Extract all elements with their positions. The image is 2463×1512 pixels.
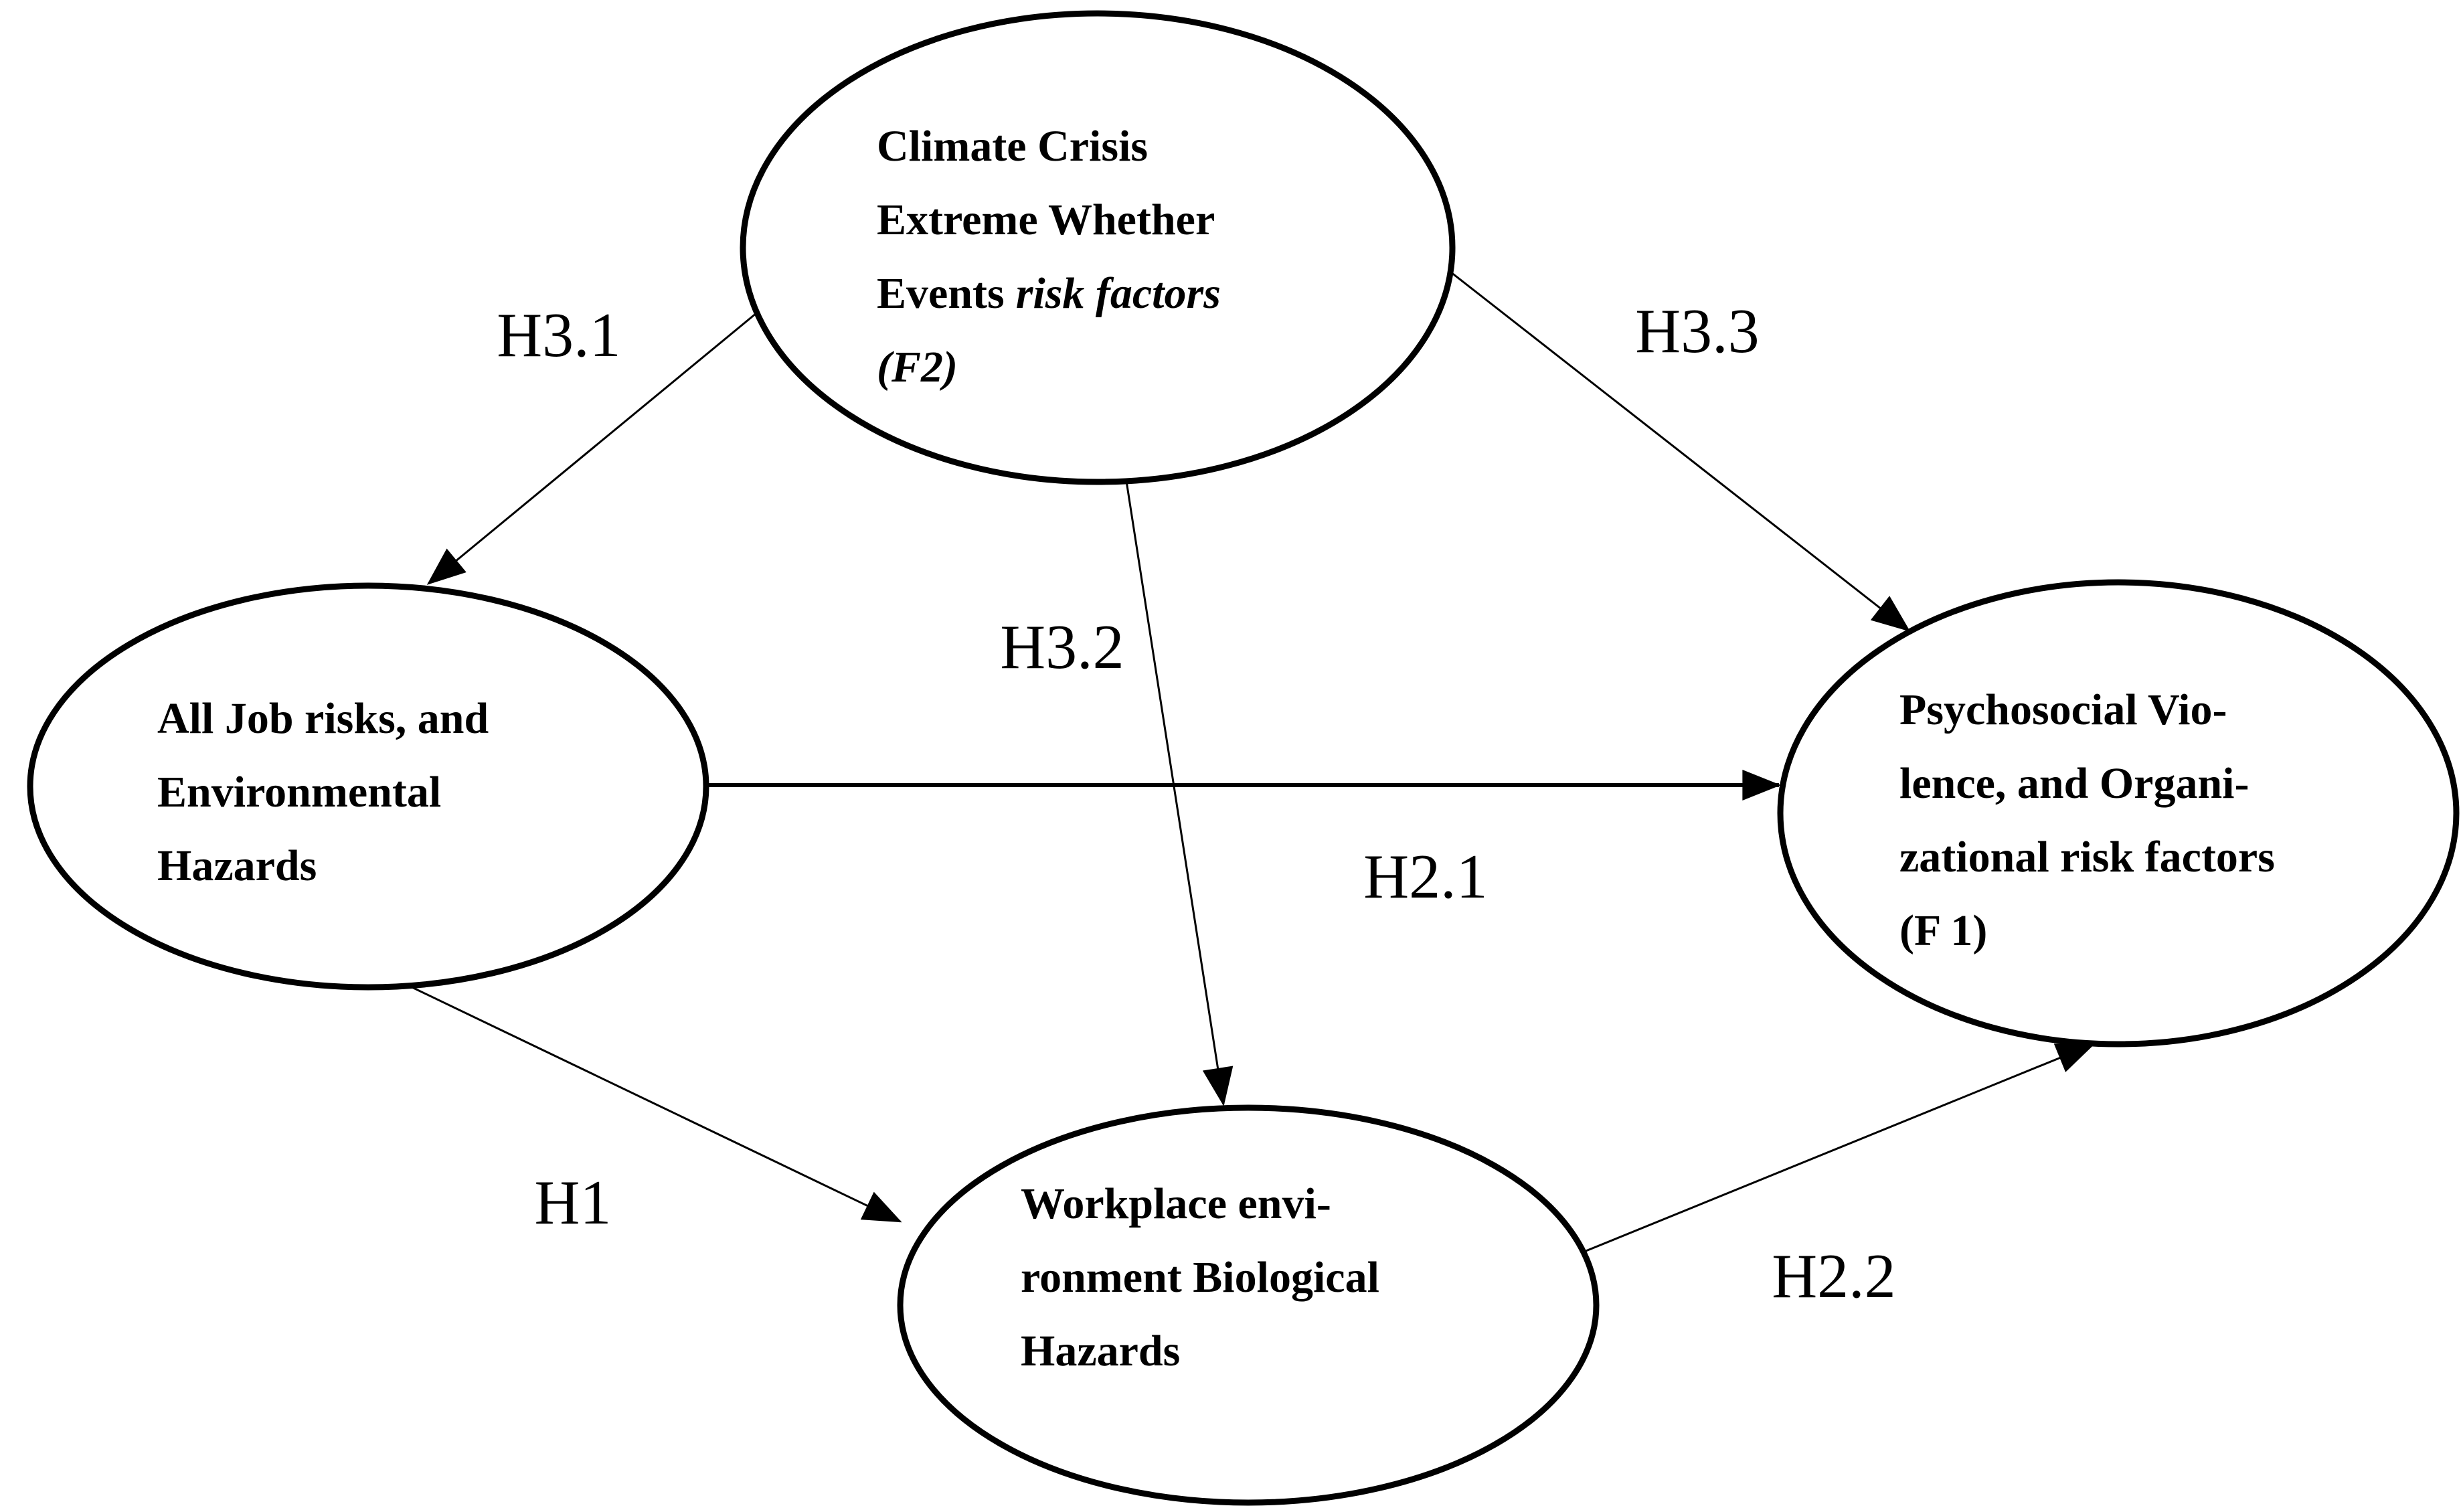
psychosocial-node-line3: zational risk factors — [1899, 833, 2275, 881]
job-risks-node-line3: Hazards — [157, 841, 317, 890]
edge-h2-2-arrow — [1580, 1043, 2096, 1254]
workplace-node-line3: Hazards — [1021, 1327, 1180, 1375]
workplace-node-line2: ronment Biological — [1021, 1253, 1379, 1302]
climate-crisis-node — [740, 10, 1456, 485]
edge-h1-arrow — [404, 983, 902, 1223]
workplace-node-line1: Workplace envi- — [1021, 1179, 1331, 1228]
job-risks-node-line1: All Job risks, and — [157, 694, 489, 743]
job-risks-node-line2: Environmental — [157, 768, 441, 817]
edge-h3-1-arrow — [426, 312, 757, 585]
job-risks-node — [27, 582, 709, 991]
psychosocial-node — [1777, 579, 2460, 1047]
workplace-node — [897, 1104, 1600, 1506]
edge-h3-2-arrow — [1125, 481, 1234, 1106]
edge-label-h3-2: H3.2 — [1000, 612, 1124, 682]
psychosocial-node-line1: Psychosocial Vio- — [1899, 685, 2227, 734]
psychosocial-node-line4: (F 1) — [1899, 906, 1987, 955]
climate-node-line3-normal: Events — [877, 269, 1005, 318]
edge-label-h3-1: H3.1 — [497, 301, 620, 370]
climate-node-line3-italic: risk factors — [1016, 269, 1221, 318]
climate-node-line1: Climate Crisis — [877, 122, 1148, 171]
climate-node-line2: Extreme Whether — [877, 195, 1215, 244]
edge-h3-3-arrow — [1432, 256, 1911, 632]
edge-label-h2-2: H2.2 — [1772, 1242, 1895, 1311]
edge-label-h1: H1 — [535, 1168, 612, 1238]
edge-label-h3-3: H3.3 — [1635, 297, 1759, 366]
edge-label-h2-1: H2.1 — [1363, 842, 1487, 912]
psychosocial-node-line2: lence, and Organi- — [1899, 759, 2249, 808]
climate-node-line4: (F2) — [877, 343, 958, 392]
